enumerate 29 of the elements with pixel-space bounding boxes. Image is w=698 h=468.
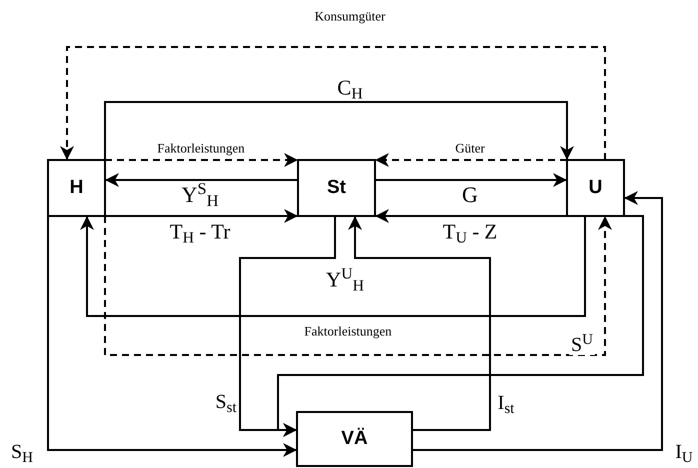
arrow	[105, 153, 298, 167]
arrow	[412, 191, 663, 451]
arrow	[104, 216, 612, 356]
arrow	[348, 216, 491, 431]
process-box: VÄ	[296, 411, 413, 467]
edge-label: S$_{H}$	[9, 442, 35, 462]
arrow	[47, 216, 297, 457]
arrow	[375, 173, 567, 187]
edge-label: T$_{H}$ - Tr	[168, 222, 232, 242]
edge-label: Faktorleistungen	[155, 142, 247, 154]
edge-label: I$_{st}$	[496, 393, 516, 413]
edge-label: C$_{H}$	[335, 78, 365, 98]
arrow	[104, 101, 574, 160]
arrow	[60, 46, 606, 160]
edge-label: Güter	[453, 142, 487, 154]
arrow	[80, 216, 586, 317]
edge-label: Faktorleistungen	[302, 324, 394, 338]
edge-label: I$_{U}$	[673, 442, 695, 462]
edge-label: Konsumgüter	[312, 10, 388, 22]
arrow	[375, 153, 567, 167]
edge-label: T$_{U}$ - Z	[440, 222, 500, 242]
process-box: St	[297, 159, 376, 217]
process-box: H	[47, 159, 106, 217]
arrow	[277, 215, 644, 437]
process-box: U	[566, 159, 625, 217]
arrow	[105, 209, 298, 223]
edge-label: S$^{U}$	[569, 335, 595, 355]
arrow	[375, 209, 567, 223]
arrow	[105, 173, 298, 187]
